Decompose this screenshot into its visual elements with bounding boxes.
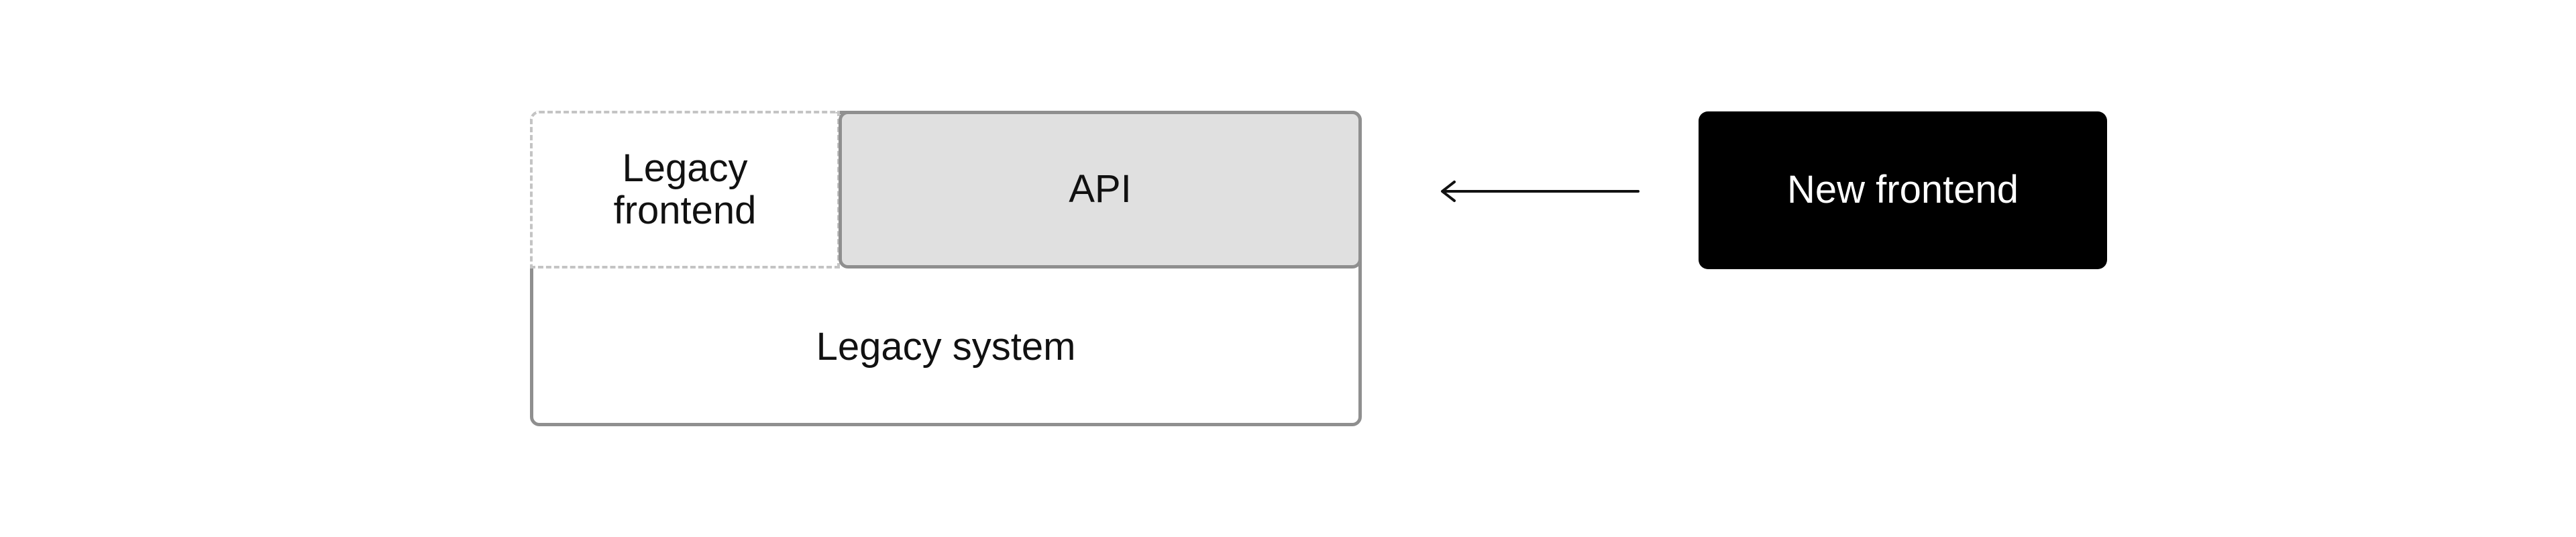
legacy-system-label: Legacy system bbox=[816, 325, 1076, 369]
legacy-frontend-label: Legacy frontend bbox=[613, 146, 757, 232]
legacy-system-label-area: Legacy system bbox=[530, 268, 1362, 426]
legacy-frontend-box: Legacy frontend bbox=[530, 111, 840, 268]
left-arrow-icon bbox=[1441, 181, 1640, 202]
api-label: API bbox=[1069, 167, 1132, 211]
new-frontend-box: New frontend bbox=[1699, 111, 2107, 269]
api-box: API bbox=[839, 111, 1362, 268]
new-frontend-label: New frontend bbox=[1787, 168, 2019, 212]
